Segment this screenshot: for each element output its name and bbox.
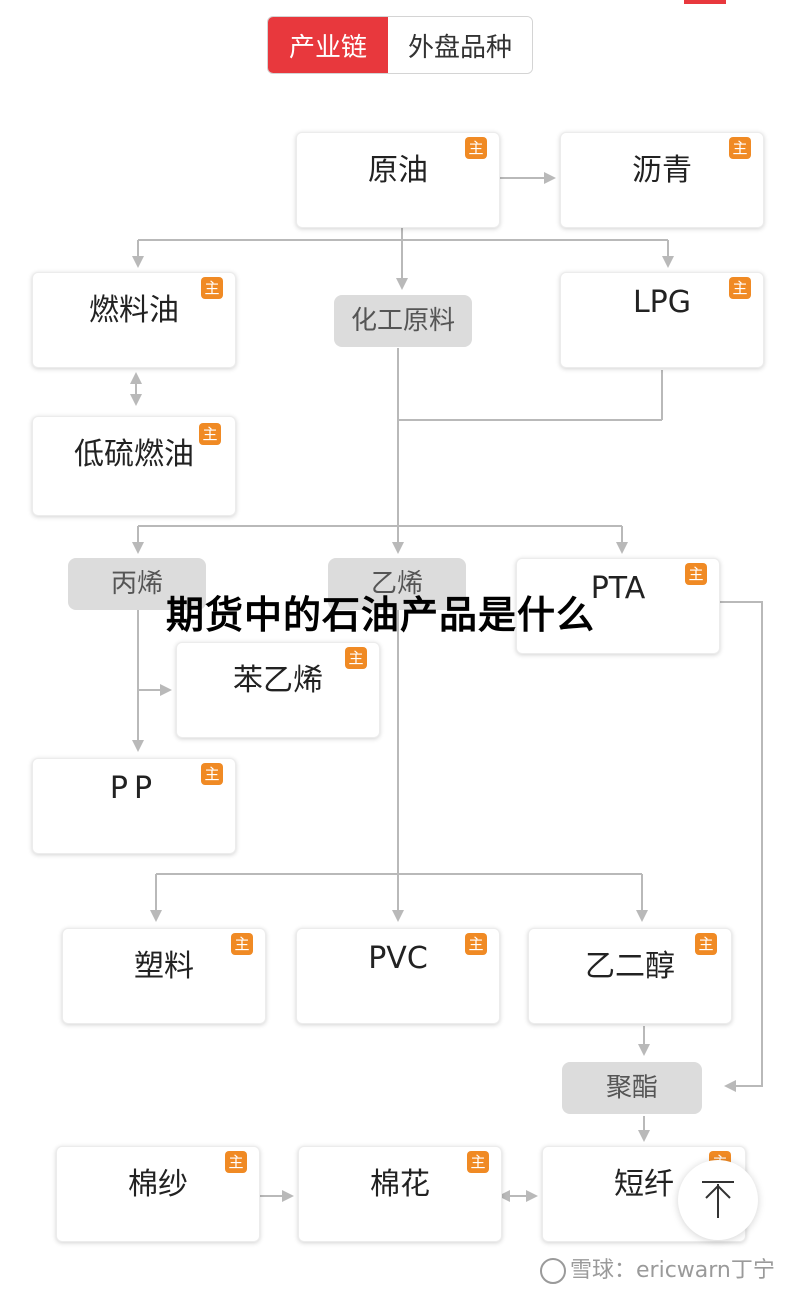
- top-accent-bar: [684, 0, 726, 4]
- tab-industry-chain[interactable]: 产业链: [268, 17, 388, 73]
- main-badge: 主: [685, 563, 707, 585]
- node-asphalt[interactable]: 沥青 主: [560, 132, 764, 228]
- main-badge: 主: [201, 763, 223, 785]
- scroll-to-top-button[interactable]: [678, 1160, 758, 1240]
- xueqiu-logo-icon: [540, 1258, 566, 1284]
- node-plastic[interactable]: 塑料 主: [62, 928, 266, 1024]
- main-badge: 主: [201, 277, 223, 299]
- arrow-up-icon: [702, 1181, 734, 1218]
- node-ethylene[interactable]: 乙烯: [328, 558, 466, 610]
- main-badge: 主: [231, 933, 253, 955]
- main-badge: 主: [225, 1151, 247, 1173]
- main-badge: 主: [345, 647, 367, 669]
- main-badge: 主: [467, 1151, 489, 1173]
- node-polyester[interactable]: 聚酯: [562, 1062, 702, 1114]
- node-styrene[interactable]: 苯乙烯 主: [176, 642, 380, 738]
- node-crude-oil[interactable]: 原油 主: [296, 132, 500, 228]
- main-badge: 主: [729, 277, 751, 299]
- main-badge: 主: [695, 933, 717, 955]
- overlay-title: 期货中的石油产品是什么: [166, 593, 596, 637]
- node-pvc[interactable]: PVC 主: [296, 928, 500, 1024]
- node-ethylene-glycol[interactable]: 乙二醇 主: [528, 928, 732, 1024]
- node-cotton[interactable]: 棉花 主: [298, 1146, 502, 1242]
- node-lpg[interactable]: LPG 主: [560, 272, 764, 368]
- node-pp[interactable]: PP 主: [32, 758, 236, 854]
- node-propylene[interactable]: 丙烯: [68, 558, 206, 610]
- tab-foreign-varieties[interactable]: 外盘品种: [388, 17, 532, 73]
- main-badge: 主: [729, 137, 751, 159]
- edge-pta-polyester: [720, 601, 763, 1092]
- watermark: 雪球：ericwarn丁宁: [540, 1252, 775, 1284]
- node-pta[interactable]: PTA 主: [516, 558, 720, 654]
- node-low-sulfur-fuel[interactable]: 低硫燃油 主: [32, 416, 236, 516]
- main-badge: 主: [199, 423, 221, 445]
- node-fuel-oil[interactable]: 燃料油 主: [32, 272, 236, 368]
- main-badge: 主: [465, 933, 487, 955]
- main-badge: 主: [465, 137, 487, 159]
- node-cotton-yarn[interactable]: 棉纱 主: [56, 1146, 260, 1242]
- tab-bar: 产业链 外盘品种: [267, 16, 533, 74]
- node-chemical-raw[interactable]: 化工原料: [334, 295, 472, 347]
